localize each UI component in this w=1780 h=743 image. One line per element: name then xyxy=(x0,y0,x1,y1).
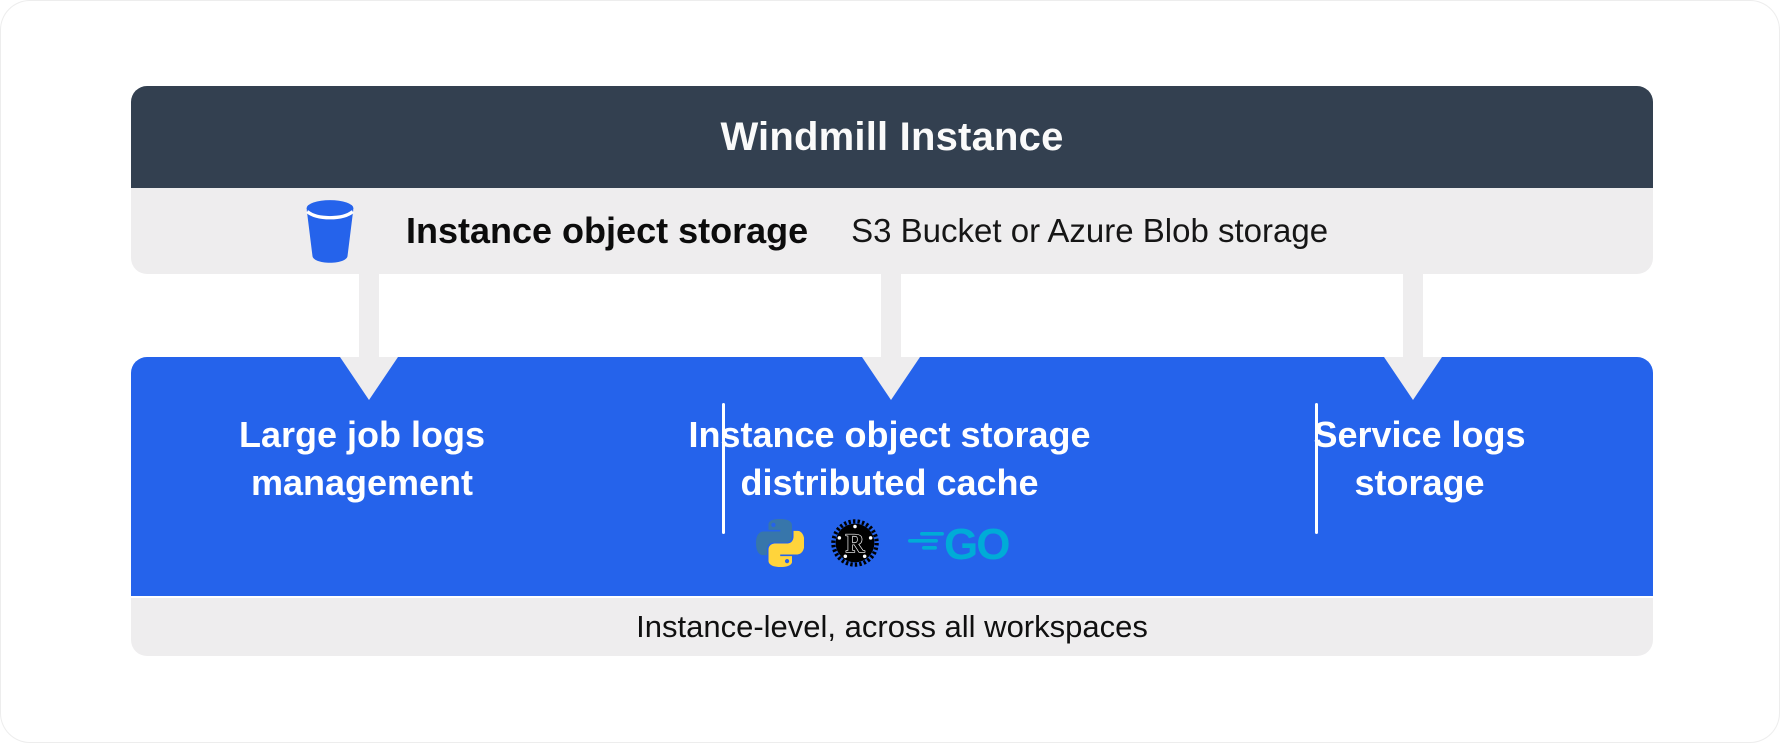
section-label-line: management xyxy=(250,462,474,503)
arrow-stem xyxy=(359,273,379,358)
arrow-down-icon xyxy=(862,273,920,401)
arrow-head xyxy=(340,357,398,400)
section-distributed-cache: Instance object storage distributed cach… xyxy=(593,357,1186,596)
section-label-line: Service logs xyxy=(1313,414,1526,455)
column-divider xyxy=(722,403,725,534)
windmill-instance-header: Windmill Instance xyxy=(131,86,1653,188)
instance-object-storage-bar: Instance object storage S3 Bucket or Azu… xyxy=(131,188,1653,274)
arrow-stem xyxy=(881,273,901,358)
section-label-line: distributed cache xyxy=(740,462,1039,503)
svg-text:GO: GO xyxy=(944,521,1009,565)
section-service-logs: Service logs storage xyxy=(1186,357,1653,596)
svg-text:R: R xyxy=(845,529,865,558)
section-large-job-logs: Large job logs management xyxy=(131,357,593,596)
column-divider xyxy=(1315,403,1318,534)
python-icon xyxy=(755,519,804,579)
storage-uses-panel: Large job logs management Instance objec… xyxy=(131,357,1653,596)
arrow-head xyxy=(1384,357,1442,400)
footer-scope-bar: Instance-level, across all workspaces xyxy=(131,598,1653,656)
section-label-line: Instance object storage xyxy=(688,414,1091,455)
go-icon: GO xyxy=(906,520,1024,577)
arrow-down-icon xyxy=(1384,273,1442,401)
page-title: Windmill Instance xyxy=(720,114,1064,159)
storage-bar-title: Instance object storage xyxy=(406,210,809,251)
rust-icon: R xyxy=(830,518,880,580)
storage-bar-subtitle: S3 Bucket or Azure Blob storage xyxy=(851,212,1329,249)
footer-label: Instance-level, across all workspaces xyxy=(636,609,1148,644)
arrow-down-icon xyxy=(340,273,398,401)
section-label-line: storage xyxy=(1354,462,1485,503)
arrow-head xyxy=(862,357,920,400)
arrow-stem xyxy=(1403,273,1423,358)
section-label-line: Large job logs xyxy=(238,414,486,455)
bucket-icon xyxy=(301,199,359,263)
language-icons-row: R GO xyxy=(593,518,1186,580)
